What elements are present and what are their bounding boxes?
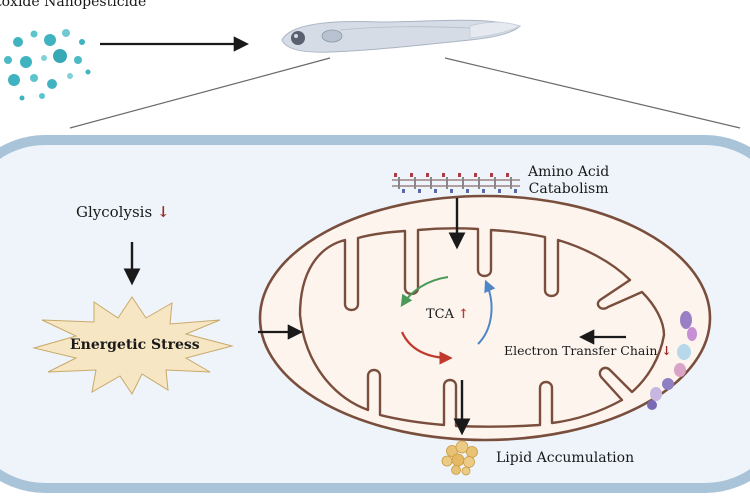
etc-text: Electron Transfer Chain (504, 343, 658, 358)
mitochondrion (258, 194, 712, 442)
nanoparticle-cluster (4, 29, 91, 101)
lipid-droplets (441, 440, 478, 476)
amino-acid-label-line2: Catabolism (528, 181, 609, 197)
amino-acid-label-line1: Amino Acid (528, 164, 610, 180)
tca-blue-arrow (477, 279, 496, 345)
glycolysis-label: Glycolysis ↓ (76, 203, 170, 221)
zebrafish-larva (281, 19, 522, 53)
tca-up-indicator: ↑ (458, 307, 470, 322)
glycolysis-text: Glycolysis (76, 203, 153, 221)
energetic-stress-burst (32, 296, 234, 395)
amino-acid-label: Amino Acid Catabolism (528, 164, 609, 198)
etc-protein-complex (647, 311, 697, 410)
tca-red-arrow (400, 331, 453, 365)
etc-label: Electron Transfer Chain ↓ (504, 343, 672, 358)
etc-down-indicator: ↓ (661, 343, 672, 358)
zoom-line-right (444, 57, 741, 129)
tca-text: TCA (426, 307, 455, 322)
lipid-accumulation-label: Lipid Accumulation (496, 450, 635, 466)
tca-green-arrow (400, 276, 449, 307)
zoom-line-left (69, 57, 331, 129)
tca-label: TCA ↑ (426, 307, 469, 322)
mitochondrion-cristae (298, 227, 666, 428)
energetic-stress-label: Energetic Stress (70, 337, 200, 353)
glycolysis-down-indicator: ↓ (156, 203, 170, 221)
nanopesticide-label: toxide Nanopesticide (0, 0, 147, 10)
amino-acid-chain (392, 173, 520, 193)
